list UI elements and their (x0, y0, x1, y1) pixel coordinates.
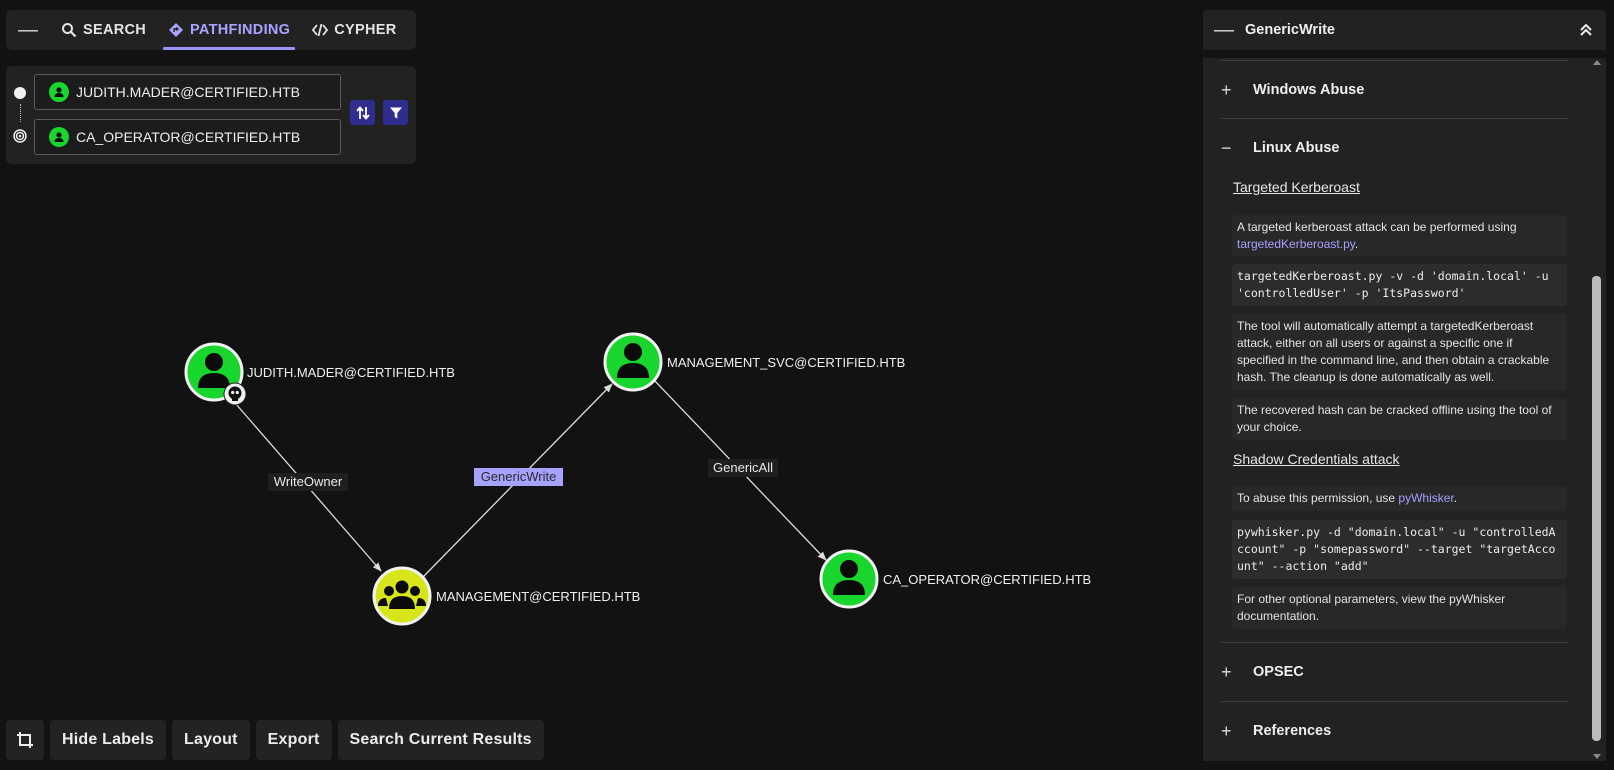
target-icon (13, 129, 27, 143)
layout-button[interactable]: Layout (172, 720, 250, 760)
shadow-intro: To abuse this permission, use pyWhisker. (1232, 486, 1567, 511)
tab-search[interactable]: SEARCH (50, 10, 157, 50)
source-node-value: JUDITH.MADER@CERTIFIED.HTB (76, 84, 300, 100)
svg-text:WriteOwner: WriteOwner (274, 474, 343, 489)
swap-nodes-button[interactable] (350, 100, 375, 125)
explore-tab-bar: — SEARCH PATHFINDING CYPHER (6, 10, 416, 50)
kerberoast-intro: A targeted kerberoast attack can be perf… (1232, 215, 1567, 256)
swap-icon (355, 105, 370, 120)
user-icon (198, 353, 230, 388)
shadow-credentials-heading[interactable]: Shadow Credentials attack (1233, 451, 1400, 467)
user-icon (833, 560, 865, 595)
collapse-icon: − (1221, 137, 1232, 158)
expand-icon: + (1221, 661, 1232, 682)
tab-cypher-label: CYPHER (334, 22, 397, 38)
kerberoast-intro-end: . (1354, 237, 1359, 251)
node-ca-operator[interactable]: CA_OPERATOR@CERTIFIED.HTB (819, 549, 1091, 609)
tab-search-label: SEARCH (83, 22, 147, 38)
graph-toolbar: Hide Labels Layout Export Search Current… (6, 720, 544, 760)
filter-icon (389, 107, 402, 118)
svg-text:GenericWrite: GenericWrite (481, 469, 557, 484)
destination-node-input[interactable]: CA_OPERATOR@CERTIFIED.HTB (34, 119, 341, 155)
scroll-up-icon[interactable] (1593, 60, 1601, 65)
section-windows-abuse[interactable]: + Windows Abuse (1221, 61, 1569, 119)
pywhisker-command[interactable]: pywhisker.py -d "domain.local" -u "contr… (1232, 520, 1567, 579)
edge-label-generic-all[interactable]: GenericAll (708, 459, 778, 477)
pywhisker-more-info: For other optional parameters, view the … (1232, 587, 1567, 629)
node-label-management: MANAGEMENT@CERTIFIED.HTB (436, 589, 640, 604)
node-judith[interactable]: JUDITH.MADER@CERTIFIED.HTB (184, 342, 455, 406)
user-icon (617, 343, 649, 378)
collapse-all-button[interactable] (1566, 23, 1606, 37)
section-references[interactable]: + References (1221, 702, 1569, 760)
tab-pathfinding[interactable]: PATHFINDING (157, 10, 301, 50)
divider (1221, 642, 1569, 643)
kerberoast-description: The tool will automatically attempt a ta… (1232, 314, 1567, 390)
pathfinding-panel: JUDITH.MADER@CERTIFIED.HTB CA_OPERATOR@C… (6, 66, 416, 164)
expand-icon: + (1221, 720, 1232, 741)
panel-scrollbar[interactable] (1591, 58, 1603, 761)
section-linux-abuse[interactable]: − Linux Abuse (1221, 119, 1569, 177)
edge-info-body[interactable]: + Windows Abuse − Linux Abuse Targeted K… (1203, 58, 1606, 761)
export-button[interactable]: Export (255, 720, 332, 760)
svg-text:GenericAll: GenericAll (713, 460, 773, 475)
destination-node-value: CA_OPERATOR@CERTIFIED.HTB (76, 129, 301, 145)
node-label-ca-operator: CA_OPERATOR@CERTIFIED.HTB (883, 572, 1091, 587)
route-icon (169, 23, 184, 37)
reset-view-button[interactable] (6, 720, 44, 760)
section-windows-abuse-label: Windows Abuse (1253, 82, 1365, 98)
path-connector (19, 104, 21, 122)
collapse-panel-button[interactable]: — (18, 18, 38, 41)
tab-pathfinding-label: PATHFINDING (190, 22, 291, 38)
chevrons-up-icon (1580, 23, 1592, 36)
targeted-kerberoast-link[interactable]: targetedKerberoast.py (1237, 237, 1355, 251)
crop-icon (17, 732, 33, 748)
skull-badge-icon (223, 382, 247, 406)
source-node-input[interactable]: JUDITH.MADER@CERTIFIED.HTB (34, 74, 341, 110)
node-label-management-svc: MANAGEMENT_SVC@CERTIFIED.HTB (667, 355, 905, 370)
kerberoast-command[interactable]: targetedKerberoast.py -v -d 'domain.loca… (1232, 264, 1567, 306)
user-icon (49, 127, 69, 147)
user-icon (49, 82, 69, 102)
search-icon (62, 23, 77, 38)
shadow-intro-text: To abuse this permission, use (1237, 491, 1399, 505)
edge-info-header: — GenericWrite (1203, 10, 1606, 50)
section-linux-abuse-label: Linux Abuse (1253, 140, 1340, 156)
group-icon (378, 580, 426, 609)
divider (1221, 118, 1569, 119)
scroll-down-icon[interactable] (1593, 754, 1601, 759)
expand-icon: + (1221, 79, 1232, 100)
kerberoast-intro-text: A targeted kerberoast attack can be perf… (1237, 220, 1517, 234)
edge-label-generic-write[interactable]: GenericWrite (474, 468, 563, 486)
start-node-dot-icon (14, 87, 26, 99)
shadow-intro-end: . (1453, 491, 1458, 505)
node-management-svc[interactable]: MANAGEMENT_SVC@CERTIFIED.HTB (603, 332, 905, 392)
scrollbar-thumb[interactable] (1592, 276, 1601, 741)
tab-cypher[interactable]: CYPHER (301, 10, 407, 50)
node-management[interactable]: MANAGEMENT@CERTIFIED.HTB (372, 566, 640, 626)
kerberoast-crack-note: The recovered hash can be cracked offlin… (1232, 398, 1567, 440)
graph-canvas[interactable]: WriteOwner GenericWrite GenericAll JUDIT… (0, 0, 1170, 770)
edge-filter-button[interactable] (383, 100, 408, 125)
divider (1221, 60, 1569, 61)
collapse-edge-panel-button[interactable]: — (1214, 18, 1234, 41)
divider (1221, 701, 1569, 702)
section-references-label: References (1253, 723, 1332, 739)
section-opsec-label: OPSEC (1253, 664, 1304, 680)
node-label-judith: JUDITH.MADER@CERTIFIED.HTB (247, 365, 455, 380)
targeted-kerberoast-heading[interactable]: Targeted Kerberoast (1233, 179, 1360, 195)
edge-info-title: GenericWrite (1245, 22, 1335, 38)
code-icon (312, 23, 329, 37)
pywhisker-link[interactable]: pyWhisker (1398, 491, 1454, 505)
edge-label-write-owner[interactable]: WriteOwner (268, 473, 348, 491)
search-current-results-button[interactable]: Search Current Results (337, 720, 544, 760)
section-opsec[interactable]: + OPSEC (1221, 643, 1569, 701)
hide-labels-button[interactable]: Hide Labels (50, 720, 167, 760)
